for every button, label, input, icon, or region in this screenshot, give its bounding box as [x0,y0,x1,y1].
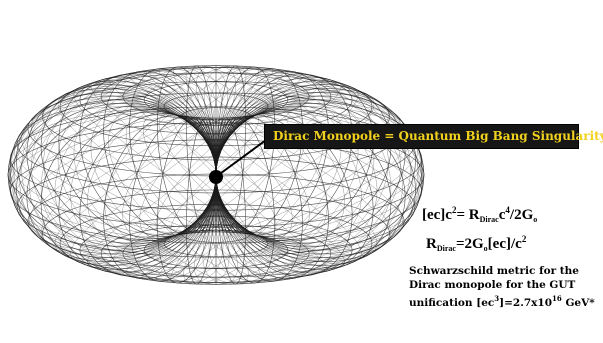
caption-line-1: Schwarzschild metric for the [409,264,595,278]
singularity-point [209,170,223,184]
equation-mass-energy: [ec]c2= RDiracc4/2Go [422,205,537,224]
monopole-callout-label: Dirac Monopole = Quantum Big Bang Singul… [264,124,579,149]
schwarzschild-caption: Schwarzschild metric for the Dirac monop… [409,264,595,310]
caption-line-3: unification [ec3]=2.7x1016 GeV* [409,292,595,310]
caption-line-2: Dirac monopole for the GUT [409,278,595,292]
equation-dirac-radius: RDirac=2Go[ec]/c2 [426,234,526,253]
